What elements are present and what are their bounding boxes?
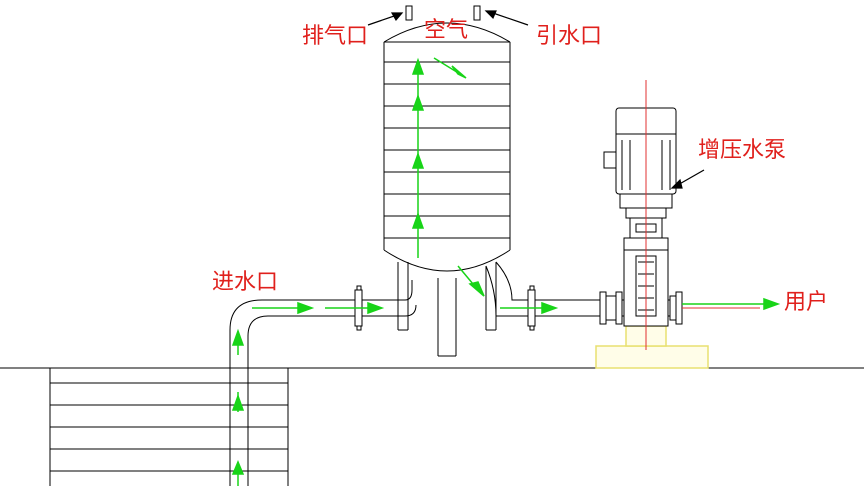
air-label: 空气 xyxy=(424,18,469,43)
priming-label: 引水口 xyxy=(536,24,603,49)
inlet-label: 进水口 xyxy=(212,270,279,295)
user-label: 用户 xyxy=(784,290,829,315)
inlet-pipe xyxy=(229,299,355,486)
flow-arrows xyxy=(231,57,781,486)
reservoir xyxy=(49,368,289,486)
booster-pump xyxy=(595,107,709,369)
booster-pump-label: 增压水泵 xyxy=(698,138,787,163)
pressure-tank xyxy=(383,5,528,357)
vent-label: 排气口 xyxy=(302,24,369,49)
leader-arrows xyxy=(367,10,705,189)
